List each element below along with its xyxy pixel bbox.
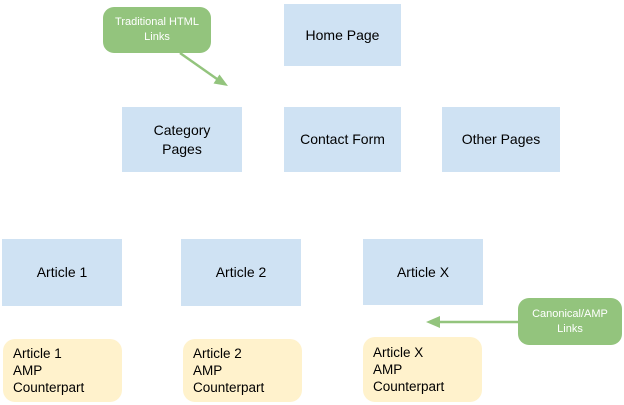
- canonical-links-arrow: [426, 316, 518, 328]
- article-x-node: Article X: [363, 239, 483, 305]
- article-2-node: Article 2: [181, 239, 301, 306]
- category-pages-node: Category Pages: [122, 107, 242, 172]
- other-pages-node: Other Pages: [442, 107, 560, 172]
- home-page-node: Home Page: [284, 4, 401, 66]
- traditional-links-arrow: [179, 51, 228, 86]
- canonical-amp-links-callout: Canonical/AMP Links: [518, 298, 622, 345]
- article-x-amp-counterpart-node: Article X AMP Counterpart: [363, 337, 482, 402]
- traditional-html-links-callout: Traditional HTML Links: [103, 7, 211, 53]
- article-1-amp-counterpart-node: Article 1 AMP Counterpart: [3, 339, 122, 402]
- contact-form-node: Contact Form: [284, 107, 401, 172]
- article-2-amp-counterpart-node: Article 2 AMP Counterpart: [183, 339, 302, 402]
- article-1-node: Article 1: [2, 239, 122, 306]
